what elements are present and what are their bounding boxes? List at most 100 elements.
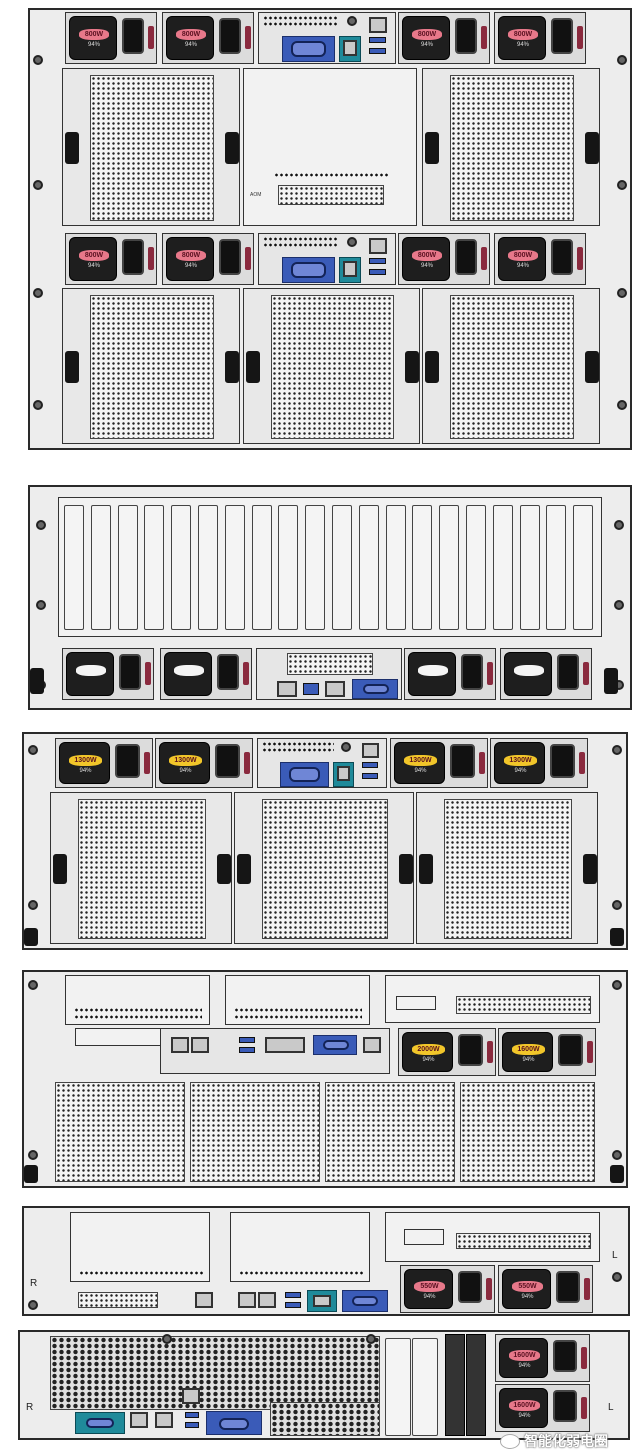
lan-port[interactable] — [333, 761, 355, 787]
management-lan-port[interactable] — [195, 1292, 213, 1308]
pcie-slot[interactable] — [64, 505, 84, 630]
usb-port[interactable] — [362, 773, 378, 779]
fan-module-bay[interactable] — [62, 288, 240, 444]
vga-port[interactable] — [342, 1290, 388, 1312]
pcie-slot[interactable] — [492, 505, 513, 630]
vga-port[interactable] — [313, 1035, 357, 1055]
fan-module-bay[interactable] — [50, 792, 232, 944]
pcie-slot[interactable] — [171, 505, 192, 630]
lan-port[interactable] — [155, 1412, 173, 1428]
fan-module-bay[interactable] — [62, 68, 240, 226]
management-lan-port[interactable] — [363, 1037, 381, 1053]
pcie-slot[interactable] — [305, 505, 326, 630]
pcie-slot[interactable] — [412, 1338, 438, 1436]
aom-module[interactable]: AOM — [243, 68, 417, 226]
fan-grille[interactable] — [325, 1082, 455, 1182]
pcie-slot[interactable] — [546, 505, 567, 630]
pcie-slot[interactable] — [144, 505, 165, 630]
management-lan-port[interactable] — [362, 743, 379, 758]
pcie-slot[interactable] — [332, 505, 352, 630]
pcie-slot[interactable] — [519, 505, 540, 630]
fan-module-bay[interactable] — [416, 792, 598, 944]
pcie-slot[interactable] — [198, 505, 218, 630]
lan-port[interactable] — [325, 681, 345, 697]
pcie-slot[interactable] — [412, 505, 433, 630]
lan-port[interactable] — [130, 1412, 148, 1428]
lan-port[interactable] — [171, 1037, 189, 1053]
fan-module-bay[interactable] — [422, 68, 600, 226]
lan-port[interactable] — [258, 1292, 276, 1308]
usb-port[interactable] — [369, 48, 386, 55]
lan-port[interactable] — [339, 257, 362, 284]
management-lan-port[interactable] — [182, 1388, 200, 1404]
usb-port[interactable] — [239, 1047, 255, 1053]
vga-port[interactable] — [280, 761, 330, 787]
management-lan-port[interactable] — [369, 238, 388, 254]
power-supply[interactable] — [404, 648, 496, 700]
drive-bay[interactable] — [445, 1334, 465, 1436]
usb-port[interactable] — [369, 269, 386, 276]
usb-port[interactable] — [239, 1037, 255, 1043]
fan-grille[interactable] — [55, 1082, 185, 1182]
drive-bay[interactable] — [466, 1334, 486, 1436]
fan-grille[interactable] — [190, 1082, 320, 1182]
pcie-slot[interactable] — [573, 505, 594, 630]
pcie-slot[interactable] — [117, 505, 138, 630]
usb-port[interactable] — [285, 1302, 301, 1308]
lan-port[interactable] — [307, 1290, 337, 1312]
pcie-slot[interactable] — [385, 505, 406, 630]
usb-port[interactable] — [185, 1422, 199, 1428]
usb-port[interactable] — [362, 762, 378, 768]
vga-port[interactable] — [352, 679, 398, 699]
pcie-slot[interactable] — [466, 505, 486, 630]
usb-port[interactable] — [285, 1292, 301, 1298]
power-supply[interactable] — [160, 648, 252, 700]
power-supply[interactable] — [500, 648, 592, 700]
pcie-slot[interactable] — [358, 505, 379, 630]
lan-port[interactable] — [191, 1037, 209, 1053]
usb-port[interactable] — [369, 257, 386, 264]
serial-port[interactable] — [75, 1412, 125, 1434]
fan-module-bay[interactable] — [234, 792, 414, 944]
usb-port[interactable] — [303, 683, 319, 695]
pcie-slot[interactable] — [90, 505, 111, 630]
usb-port[interactable] — [369, 36, 386, 43]
lan-port[interactable] — [277, 681, 297, 697]
lan-port[interactable] — [238, 1292, 256, 1308]
handle-icon — [399, 853, 413, 885]
fan-module-bay[interactable] — [243, 288, 420, 444]
pcie-slot[interactable] — [224, 505, 245, 630]
lan-port[interactable] — [265, 1037, 305, 1053]
usb-port[interactable] — [185, 1412, 199, 1418]
power-supply[interactable] — [62, 648, 154, 700]
fan-module-bay[interactable] — [422, 288, 600, 444]
management-lan-port[interactable] — [369, 17, 388, 33]
pcie-slot[interactable] — [278, 505, 299, 630]
pcie-slot[interactable] — [385, 1338, 411, 1436]
lan-port[interactable] — [339, 36, 362, 63]
pcie-slot[interactable] — [439, 505, 460, 630]
vga-port[interactable] — [282, 36, 335, 63]
fan-grille[interactable] — [460, 1082, 595, 1182]
vga-port[interactable] — [206, 1411, 262, 1435]
vga-port[interactable] — [282, 257, 335, 284]
pcie-slot[interactable] — [251, 505, 272, 630]
